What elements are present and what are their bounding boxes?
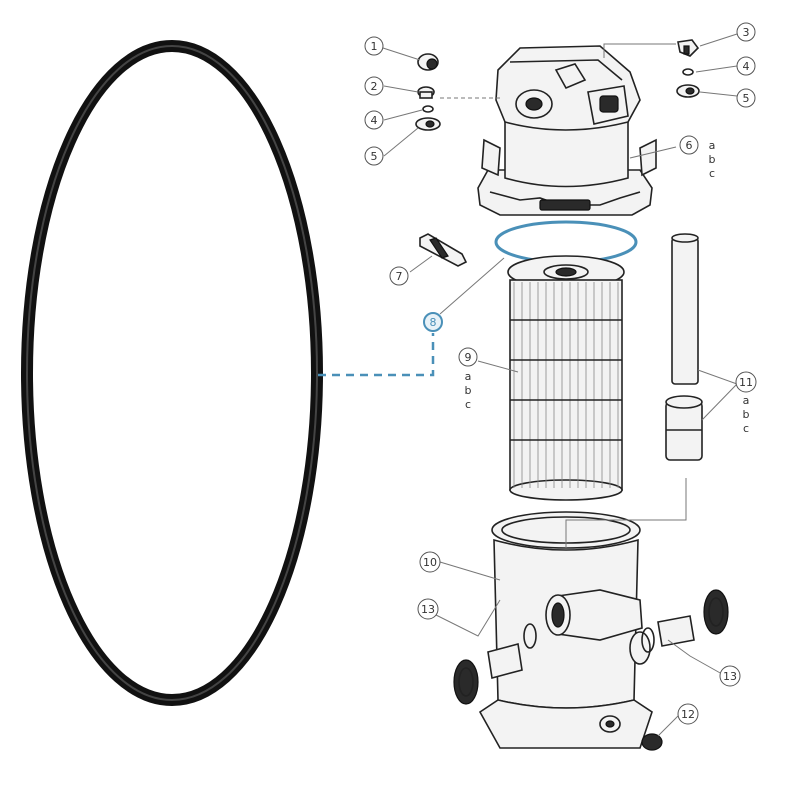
callout-6: 6 a b c (679, 135, 716, 180)
callout-3: 3 (736, 22, 756, 42)
svg-text:1: 1 (371, 40, 378, 53)
union-right (641, 589, 729, 653)
callout-13-right: 13 (719, 665, 741, 687)
drain-plug (641, 733, 663, 751)
callout-1: 1 (364, 36, 384, 56)
filter-head-part (477, 45, 657, 216)
highlight-connector (318, 333, 435, 377)
callout-5-right: 5 (736, 88, 756, 108)
callout-5-left: 5 (364, 146, 384, 166)
svg-text:5: 5 (371, 150, 378, 163)
svg-text:a: a (709, 139, 716, 152)
callouts: 1 2 4 5 3 4 5 6 a b c (364, 22, 757, 725)
svg-text:4: 4 (371, 114, 378, 127)
callout-11: 11 a b c (735, 371, 757, 435)
callout-9: 9 a b c (458, 347, 478, 411)
svg-text:b: b (743, 408, 750, 421)
svg-text:c: c (709, 167, 715, 180)
callout-4-right: 4 (736, 56, 756, 76)
svg-text:13: 13 (723, 670, 737, 683)
svg-text:a: a (743, 394, 750, 407)
svg-text:13: 13 (421, 603, 435, 616)
svg-text:4: 4 (743, 60, 750, 73)
svg-text:c: c (743, 422, 749, 435)
cartridge-pleats (513, 282, 619, 488)
filter-cartridge (507, 255, 625, 501)
svg-text:2: 2 (371, 80, 378, 93)
svg-text:c: c (465, 398, 471, 411)
svg-text:7: 7 (396, 270, 403, 283)
svg-text:b: b (709, 153, 716, 166)
callout-13-left: 13 (417, 598, 439, 620)
oring-enlarged (21, 40, 323, 706)
callout-10: 10 (419, 551, 441, 573)
union-left (453, 623, 537, 705)
svg-text:12: 12 (681, 708, 695, 721)
latch-part (419, 233, 468, 267)
callout-12: 12 (677, 703, 699, 725)
callout-7: 7 (389, 266, 409, 286)
svg-text:11: 11 (739, 376, 753, 389)
leader-lines (382, 33, 738, 737)
small-parts-left (415, 53, 441, 131)
svg-text:a: a (465, 370, 472, 383)
svg-text:3: 3 (743, 26, 750, 39)
svg-text:8: 8 (430, 316, 437, 329)
svg-text:10: 10 (423, 556, 437, 569)
svg-text:b: b (465, 384, 472, 397)
svg-text:6: 6 (686, 139, 693, 152)
center-tube (665, 233, 703, 461)
callout-2: 2 (364, 76, 384, 96)
small-parts-right (676, 39, 700, 98)
callout-8: 8 (423, 312, 443, 332)
svg-text:9: 9 (465, 351, 472, 364)
svg-text:5: 5 (743, 92, 750, 105)
callout-4-left: 4 (364, 110, 384, 130)
